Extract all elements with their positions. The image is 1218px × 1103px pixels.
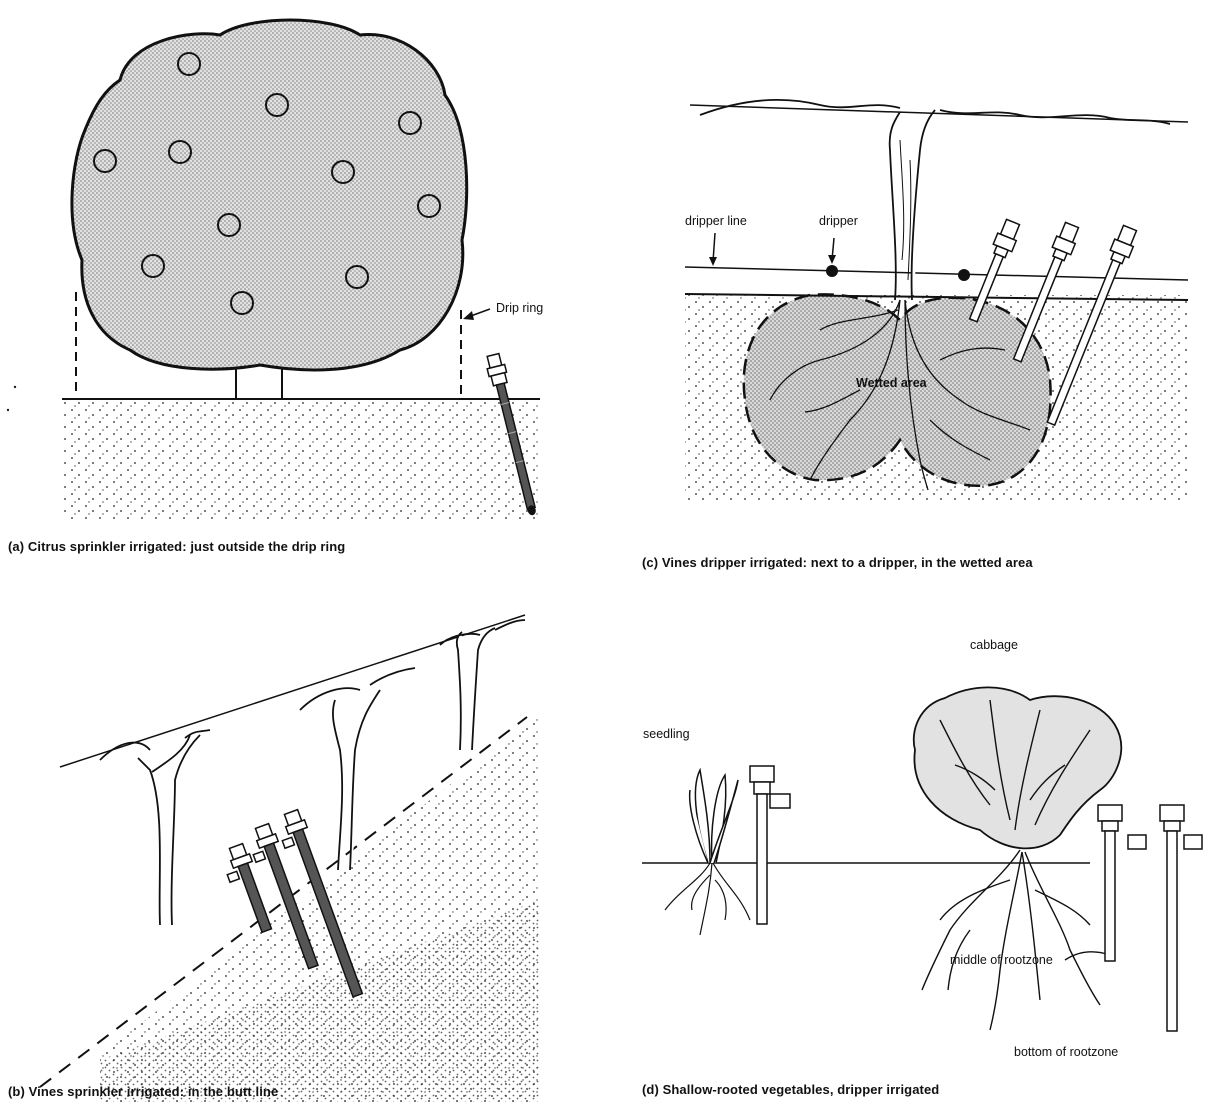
caption-d: (d) Shallow-rooted vegetables, dripper i… (642, 1082, 939, 1097)
drip-ring-label: Drip ring (496, 301, 543, 315)
dripper-dot (958, 269, 970, 281)
tensiometer-probe (1098, 805, 1146, 961)
tree-canopy (72, 20, 467, 370)
vine (440, 620, 525, 750)
tensiometer-probe (750, 766, 790, 924)
cabbage-roots (922, 850, 1110, 1030)
middle-of-rootzone-label: middle of rootzone (950, 953, 1053, 967)
cabbage-label: cabbage (970, 638, 1018, 652)
wetted-area-label: Wetted area (856, 376, 927, 390)
soil-area (62, 399, 540, 519)
seedling-label: seedling (643, 727, 690, 741)
tensiometer-probe (1160, 805, 1202, 1031)
vegetables-dripper-illustration (610, 590, 1218, 1103)
dripper-line-label: dripper line (685, 214, 747, 228)
dripper-label: dripper (819, 214, 858, 228)
caption-c: (c) Vines dripper irrigated: next to a d… (642, 555, 1033, 570)
vine-cordon (700, 100, 1170, 124)
vine (100, 730, 210, 925)
bottom-of-rootzone-label: bottom of rootzone (1014, 1045, 1118, 1059)
vines-dripper-illustration (610, 0, 1218, 580)
panel-c: dripper line dripper Wetted area (c) Vin… (610, 0, 1218, 580)
trellis-wire (60, 615, 525, 767)
vines-sprinkler-illustration (0, 590, 600, 1103)
panel-a: Drip ring (a) Citrus sprinkler irrigated… (0, 0, 600, 560)
panel-b: (b) Vines sprinkler irrigated: in the bu… (0, 590, 600, 1103)
seedling-plant (690, 770, 738, 863)
vine-trunk (890, 110, 935, 300)
seedling-roots (665, 863, 750, 935)
panel-d: cabbage seedling middle of rootzone bott… (610, 590, 1218, 1103)
cabbage-head (914, 687, 1121, 848)
caption-a: (a) Citrus sprinkler irrigated: just out… (8, 539, 345, 554)
citrus-tree-illustration (0, 0, 600, 560)
dripper-dot (826, 265, 838, 277)
caption-b: (b) Vines sprinkler irrigated: in the bu… (8, 1084, 278, 1099)
